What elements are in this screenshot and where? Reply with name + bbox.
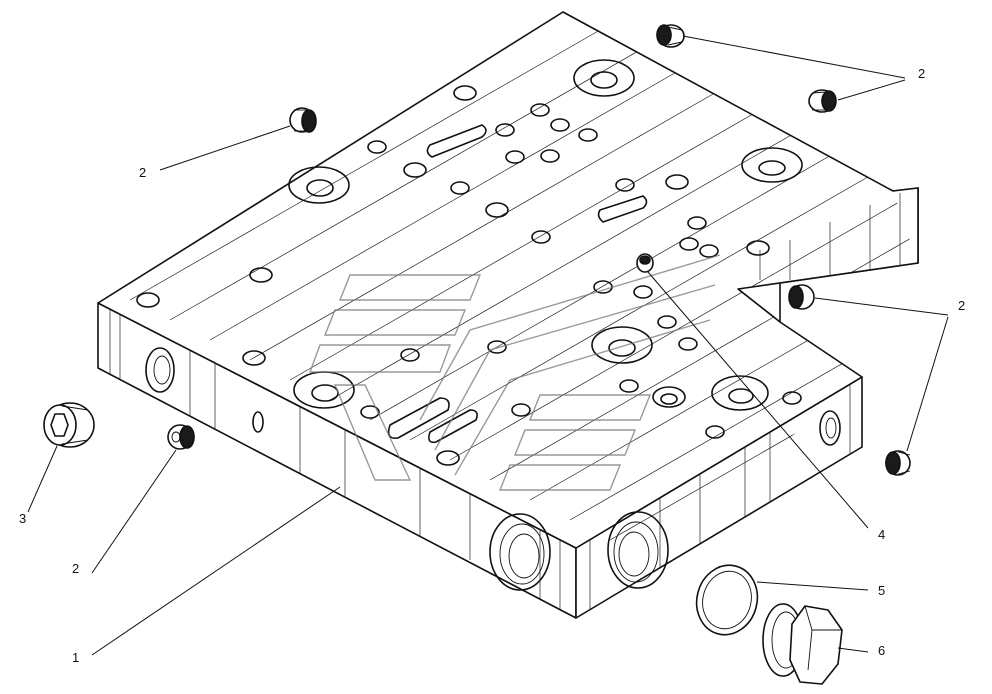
callout-4: 4 <box>878 527 885 542</box>
callout-6: 6 <box>878 643 885 658</box>
side-port-right <box>819 410 841 446</box>
o-ring-5 <box>695 564 759 636</box>
callout-2-top-left: 2 <box>139 165 146 180</box>
callout-labels: 2 2 2 3 2 1 4 5 6 <box>19 66 965 665</box>
side-port-left <box>145 347 264 433</box>
plug-2-left <box>167 424 195 450</box>
top-small-holes <box>136 85 802 466</box>
plug-2-top-right <box>656 24 685 48</box>
callout-1: 1 <box>72 650 79 665</box>
callout-5: 5 <box>878 583 885 598</box>
plug-2-top-left <box>289 107 317 133</box>
callout-2-top-right: 2 <box>918 66 925 81</box>
watermark-logo <box>308 254 721 491</box>
plug-3-socket-head <box>43 402 95 448</box>
valve-body-plate <box>97 11 919 619</box>
top-slots <box>387 124 648 444</box>
plug-2-right <box>808 89 837 113</box>
callout-2-left: 2 <box>72 561 79 576</box>
hex-plug-6 <box>762 603 843 685</box>
plug-2-notch <box>788 284 815 310</box>
top-counterbores <box>288 59 803 411</box>
plate-top-face <box>97 11 919 549</box>
notch-hatching <box>759 193 901 280</box>
callout-3: 3 <box>19 511 26 526</box>
large-threaded-port-2 <box>607 511 669 589</box>
large-threaded-port-1 <box>489 513 551 591</box>
plug-2-bottom-right <box>885 450 911 476</box>
callout-2-right: 2 <box>958 298 965 313</box>
insert-4 <box>636 253 654 273</box>
leader-lines <box>27 35 949 656</box>
